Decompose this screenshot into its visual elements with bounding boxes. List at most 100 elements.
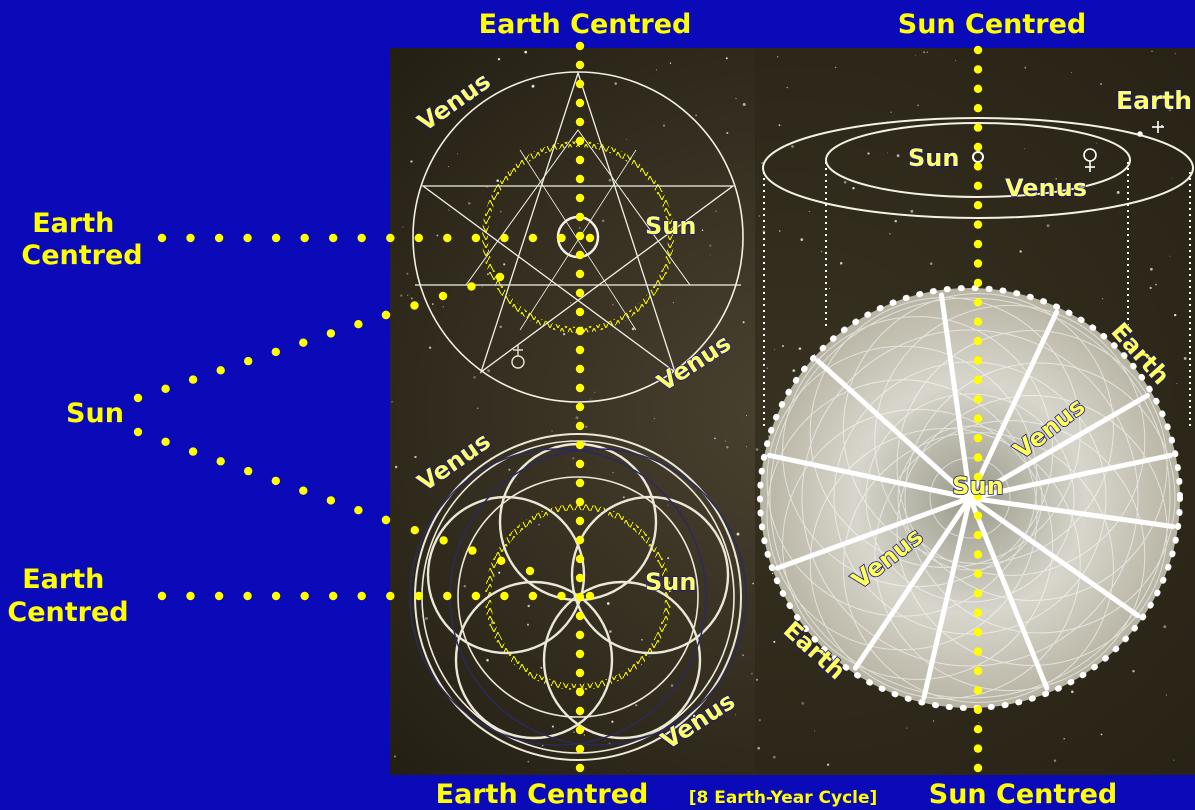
- star: [761, 162, 764, 164]
- guide-dot-upper-horizontal: [186, 233, 195, 243]
- star: [562, 332, 566, 336]
- guide-dot-upper-horizontal: [300, 233, 309, 243]
- star: [448, 209, 450, 211]
- guide-dot-lower-horizontal: [528, 591, 538, 601]
- star: [735, 714, 737, 716]
- disk-spoke: [774, 495, 973, 571]
- guide-dot-sun-upper-diagonal: [244, 356, 253, 366]
- star: [1174, 313, 1177, 317]
- right-venus-orbit-label: Venus: [1005, 174, 1087, 202]
- guide-dot-earth-axis: [575, 668, 585, 678]
- guide-dot-sun-axis: [973, 647, 983, 656]
- star: [640, 638, 643, 641]
- guide-dot-upper-horizontal: [528, 233, 538, 243]
- guide-dot-upper-horizontal: [443, 233, 452, 243]
- guide-dot-sun-axis: [973, 414, 983, 423]
- star: [679, 230, 681, 232]
- star: [453, 685, 455, 687]
- disk-sun-center-label: Sun: [952, 472, 1003, 500]
- guide-dot-sun-upper-diagonal: [133, 393, 143, 403]
- star: [929, 262, 933, 265]
- guide-dot-upper-horizontal: [414, 233, 423, 243]
- guide-dot-sun-axis: [973, 356, 983, 365]
- star: [778, 124, 781, 127]
- star: [498, 571, 501, 574]
- guide-dot-sun-lower-diagonal: [354, 506, 363, 515]
- star: [715, 210, 717, 213]
- star: [606, 602, 610, 605]
- star: [894, 219, 897, 223]
- guide-dot-sun-axis: [973, 744, 983, 753]
- star: [813, 353, 816, 355]
- star: [428, 346, 432, 349]
- star: [601, 219, 605, 223]
- guide-dot-sun-axis: [973, 589, 983, 598]
- guide-dot-sun-axis: [973, 317, 983, 326]
- guide-dot-earth-axis: [575, 250, 585, 260]
- guide-dot-lower-horizontal: [271, 591, 281, 601]
- guide-dot-lower-horizontal: [357, 591, 366, 601]
- star: [583, 734, 586, 736]
- star: [726, 446, 729, 449]
- star: [432, 303, 434, 305]
- guide-dot-earth-axis: [575, 725, 585, 735]
- guide-dot-sun-lower-diagonal: [410, 526, 419, 535]
- guide-dot-sun-lower-diagonal: [244, 466, 253, 476]
- star: [625, 138, 627, 140]
- star: [1155, 283, 1157, 286]
- guide-dot-lower-horizontal: [414, 591, 423, 601]
- star: [589, 398, 591, 400]
- star: [1071, 690, 1074, 694]
- guide-dot-upper-horizontal: [471, 233, 481, 243]
- guide-dot-lower-horizontal: [186, 591, 195, 601]
- bottom-cycle-note: [8 Earth-Year Cycle]: [689, 788, 878, 808]
- guide-dot-sun-axis: [973, 65, 983, 74]
- guide-dot-sun-upper-diagonal: [188, 375, 198, 384]
- star: [766, 367, 769, 370]
- side-label-earth-centred-upper: Earth Centred: [21, 208, 142, 271]
- star: [890, 111, 893, 114]
- star: [955, 60, 957, 62]
- disk-ring: [874, 420, 1146, 692]
- guide-dot-lower-horizontal: [243, 591, 252, 601]
- star: [843, 180, 847, 184]
- guide-dot-sun-upper-diagonal: [467, 282, 476, 291]
- star: [442, 306, 444, 308]
- star: [735, 97, 737, 100]
- star: [400, 294, 403, 297]
- dance-disk: [757, 285, 1183, 711]
- guide-dot-earth-axis: [575, 706, 585, 716]
- guide-dot-earth-axis: [575, 231, 585, 241]
- star: [1183, 356, 1187, 360]
- star: [917, 104, 919, 107]
- guide-dot-earth-axis: [575, 535, 585, 545]
- guide-dot-sun-axis: [973, 628, 983, 637]
- projection-lines: [763, 162, 1191, 430]
- star: [923, 51, 926, 54]
- star: [551, 725, 554, 728]
- star: [608, 178, 612, 182]
- guide-dot-earth-axis: [575, 459, 585, 469]
- star: [786, 86, 788, 89]
- star: [670, 684, 674, 687]
- star: [1101, 298, 1104, 300]
- mercury-symbol-icon: [511, 345, 525, 369]
- star: [724, 440, 727, 442]
- star: [585, 425, 588, 428]
- star: [578, 227, 581, 229]
- guide-dot-earth-axis: [575, 307, 585, 317]
- guide-dot-lower-horizontal: [157, 591, 167, 601]
- guide-dot-upper-horizontal: [585, 233, 595, 243]
- star: [742, 103, 746, 106]
- guide-dot-lower-horizontal: [329, 591, 338, 601]
- star: [758, 719, 761, 722]
- guide-dot-sun-axis: [973, 142, 983, 152]
- star: [1168, 108, 1172, 112]
- star: [1151, 50, 1153, 53]
- star: [1063, 737, 1066, 740]
- disk-ring: [769, 297, 1171, 699]
- guide-dot-sun-lower-diagonal: [299, 486, 308, 495]
- guide-dot-lower-horizontal: [557, 591, 566, 601]
- guide-dot-sun-upper-diagonal: [354, 320, 363, 329]
- lower-sun-label: Sun: [645, 568, 696, 596]
